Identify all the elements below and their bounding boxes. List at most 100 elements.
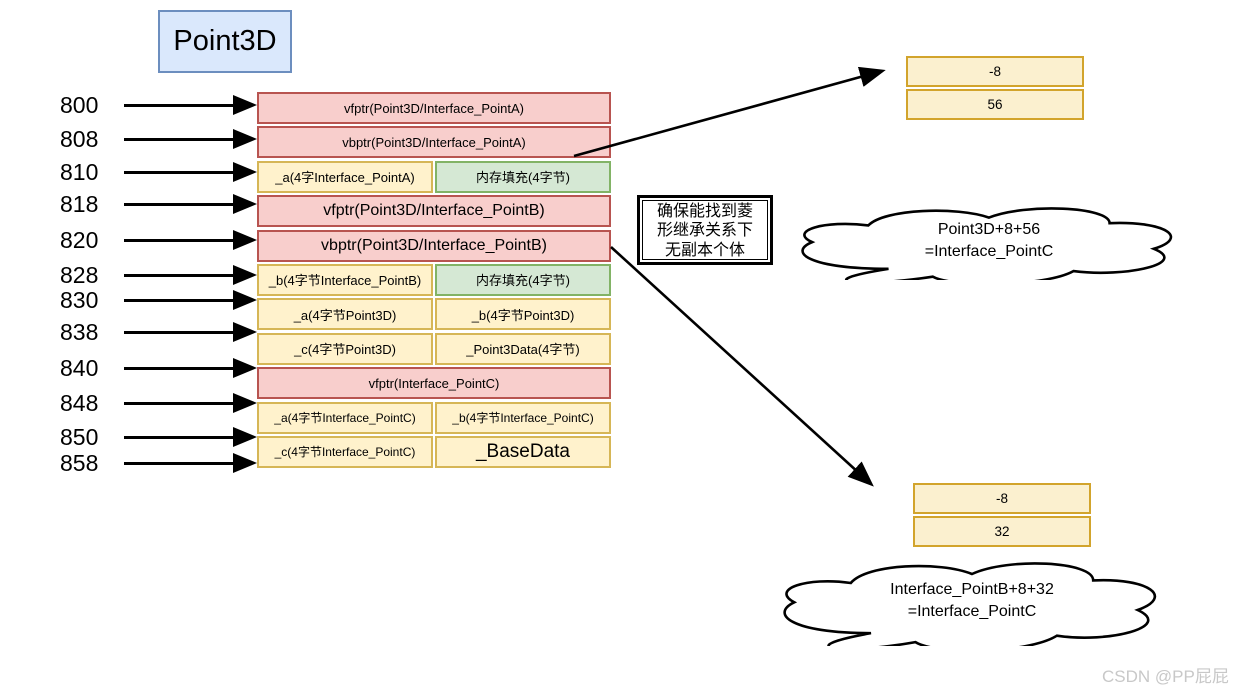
address-label: 810: [60, 158, 99, 185]
address-label: 808: [60, 125, 99, 152]
arrow-head-icon: [233, 358, 257, 378]
arrow-to-bottom-offset: [610, 246, 874, 487]
address-row-820: 820: [60, 225, 257, 255]
memory-cell-vfptr-a: vfptr(Point3D/Interface_PointA): [257, 92, 611, 124]
arrow-line: [124, 461, 233, 465]
arrow-line: [124, 103, 233, 107]
table-row: vfptr(Point3D/Interface_PointA): [257, 92, 611, 124]
address-label: 840: [60, 354, 99, 381]
cloud-shape-icon: [788, 202, 1190, 280]
cloud-line: =Interface_PointC: [907, 603, 1037, 620]
offset-value: 56: [906, 89, 1084, 120]
arrow-line: [124, 435, 233, 439]
address-label: 830: [60, 286, 99, 313]
table-row: _b(4字节Interface_PointB) 内存填充(4字节): [257, 263, 611, 296]
watermark-text: CSDN @PP屁屁: [1102, 667, 1229, 686]
address-row-810: 810: [60, 157, 257, 187]
cloud-callout-top: Point3D+8+56 =Interface_PointC: [788, 202, 1190, 280]
cloud-line: Interface_PointB+8+32: [890, 580, 1054, 598]
arrow-head-icon: [233, 194, 257, 214]
arrow-head-icon: [233, 265, 257, 285]
table-row: _a(4字节Point3D) _b(4字节Point3D): [257, 298, 611, 331]
address-row-800: 800: [60, 90, 257, 120]
cloud-text: Point3D+8+56 =Interface_PointC: [788, 202, 1190, 280]
memory-cell-a-point3d: _a(4字节Point3D): [257, 298, 433, 331]
offset-value: -8: [913, 483, 1091, 514]
table-row: _c(4字节Interface_PointC) _BaseData: [257, 435, 611, 468]
address-row-858: 858: [60, 448, 257, 478]
arrow-head-icon: [233, 427, 257, 447]
table-row: vfptr(Point3D/Interface_PointB): [257, 195, 611, 228]
table-row: vbptr(Point3D/Interface_PointA): [257, 126, 611, 159]
memory-cell-point3data: _Point3Data(4字节): [435, 332, 611, 365]
memory-cell-b-interface-b: _b(4字节Interface_PointB): [257, 263, 433, 296]
table-row: vfptr(Interface_PointC): [257, 367, 611, 400]
arrow-line: [124, 330, 233, 334]
address-label: 820: [60, 226, 99, 253]
address-row-838: 838: [60, 317, 257, 347]
arrow-line: [124, 366, 233, 370]
arrow-line: [124, 298, 233, 302]
address-label: 848: [60, 389, 99, 416]
arrow-line: [124, 401, 233, 405]
offset-value: 32: [913, 516, 1091, 547]
memory-cell-vbptr-b: vbptr(Point3D/Interface_PointB): [257, 229, 611, 262]
offset-box-top: -8 56: [906, 56, 1084, 120]
arrow-to-top-offset: [573, 66, 886, 158]
note-line: 无副本个体: [664, 239, 745, 259]
address-row-818: 818: [60, 189, 257, 219]
memory-cell-vbptr-a: vbptr(Point3D/Interface_PointA): [257, 126, 611, 159]
memory-cell-vfptr-b: vfptr(Point3D/Interface_PointB): [257, 195, 611, 228]
memory-cell-basedata: _BaseData: [435, 435, 611, 468]
arrow-head-icon: [233, 129, 257, 149]
arrow-line: [124, 137, 233, 141]
table-row: vbptr(Point3D/Interface_PointB): [257, 229, 611, 262]
cloud-line: Point3D+8+56: [937, 220, 1041, 238]
address-label: 800: [60, 91, 99, 118]
note-box: 确保能找到菱 形继承关系下 无副本个体: [637, 195, 773, 265]
class-title-label: Point3D: [173, 25, 277, 57]
address-row-808: 808: [60, 124, 257, 154]
address-label: 858: [60, 449, 99, 476]
offset-value: -8: [906, 56, 1084, 87]
address-label: 828: [60, 261, 99, 288]
class-title-box: Point3D: [158, 10, 292, 73]
address-row-850: 850: [60, 422, 257, 452]
address-row-828: 828: [60, 260, 257, 290]
memory-cell-vfptr-c: vfptr(Interface_PointC): [257, 367, 611, 400]
memory-cell-c-point3d: _c(4字节Point3D): [257, 332, 433, 365]
cloud-line: =Interface_PointC: [924, 243, 1054, 260]
arrow-line: [124, 238, 233, 242]
arrow-head-icon: [233, 230, 257, 250]
note-line: 确保能找到菱: [656, 200, 753, 220]
arrow-line: [124, 273, 233, 277]
memory-cell-b-interface-c: _b(4字节Interface_PointC): [435, 401, 611, 434]
cloud-callout-bottom: Interface_PointB+8+32 =Interface_PointC: [770, 556, 1174, 646]
address-label: 838: [60, 318, 99, 345]
cloud-shape-icon: [770, 556, 1174, 646]
memory-cell-padding: 内存填充(4字节): [435, 160, 611, 193]
table-row: _a(4字节Interface_PointC) _b(4字节Interface_…: [257, 401, 611, 434]
arrow-head-icon: [233, 453, 257, 473]
memory-cell-a-interface-c: _a(4字节Interface_PointC): [257, 401, 433, 434]
address-label: 818: [60, 190, 99, 217]
arrow-line: [124, 202, 233, 206]
arrow-head-icon: [233, 393, 257, 413]
memory-cell-a-interface-a: _a(4字Interface_PointA): [257, 160, 433, 193]
note-text: 确保能找到菱 形继承关系下 无副本个体: [642, 200, 768, 260]
arrow-head-icon: [233, 95, 257, 115]
table-row: _a(4字Interface_PointA) 内存填充(4字节): [257, 160, 611, 193]
memory-layout-table: vfptr(Point3D/Interface_PointA) vbptr(Po…: [257, 92, 611, 468]
table-row: _c(4字节Point3D) _Point3Data(4字节): [257, 332, 611, 365]
memory-cell-b-point3d: _b(4字节Point3D): [435, 298, 611, 331]
arrow-head-icon: [233, 322, 257, 342]
arrow-head-icon: [233, 290, 257, 310]
address-row-830: 830: [60, 285, 257, 315]
arrow-head-icon: [233, 162, 257, 182]
note-line: 形继承关系下: [656, 220, 753, 240]
memory-cell-padding: 内存填充(4字节): [435, 263, 611, 296]
memory-cell-c-interface-c: _c(4字节Interface_PointC): [257, 435, 433, 468]
arrow-line: [124, 170, 233, 174]
address-row-840: 840: [60, 353, 257, 383]
